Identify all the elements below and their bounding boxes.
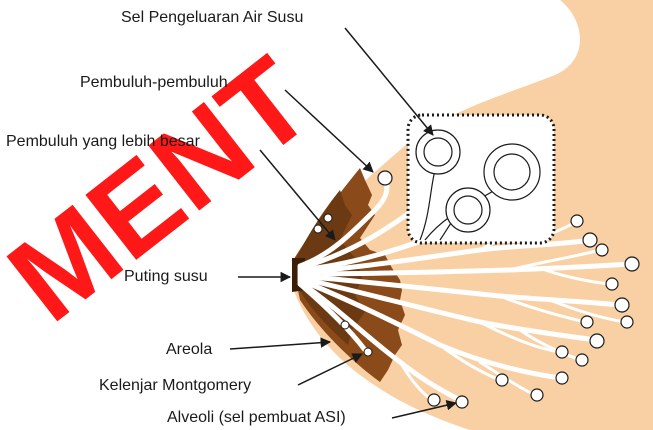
label-milk-cells: Sel Pengeluaran Air Susu <box>121 9 303 26</box>
label-montgomery: Kelenjar Montgomery <box>99 377 251 394</box>
arrow-milk-cells <box>345 28 433 135</box>
inset-alveolus-2 <box>484 144 540 200</box>
arrow-montgomery <box>298 354 362 385</box>
label-alveoli: Alveoli (sel pembuat ASI) <box>167 409 346 426</box>
label-areola: Areola <box>166 341 212 358</box>
label-large-ducts: Pembuluh yang lebih besar <box>6 133 201 150</box>
arrow-areola <box>230 342 330 349</box>
label-ducts: Pembuluh-pembuluh <box>80 74 228 91</box>
inset-alveolus-3 <box>446 188 490 232</box>
label-nipple: Puting susu <box>124 268 208 285</box>
inset-alveolus-1 <box>416 130 460 174</box>
